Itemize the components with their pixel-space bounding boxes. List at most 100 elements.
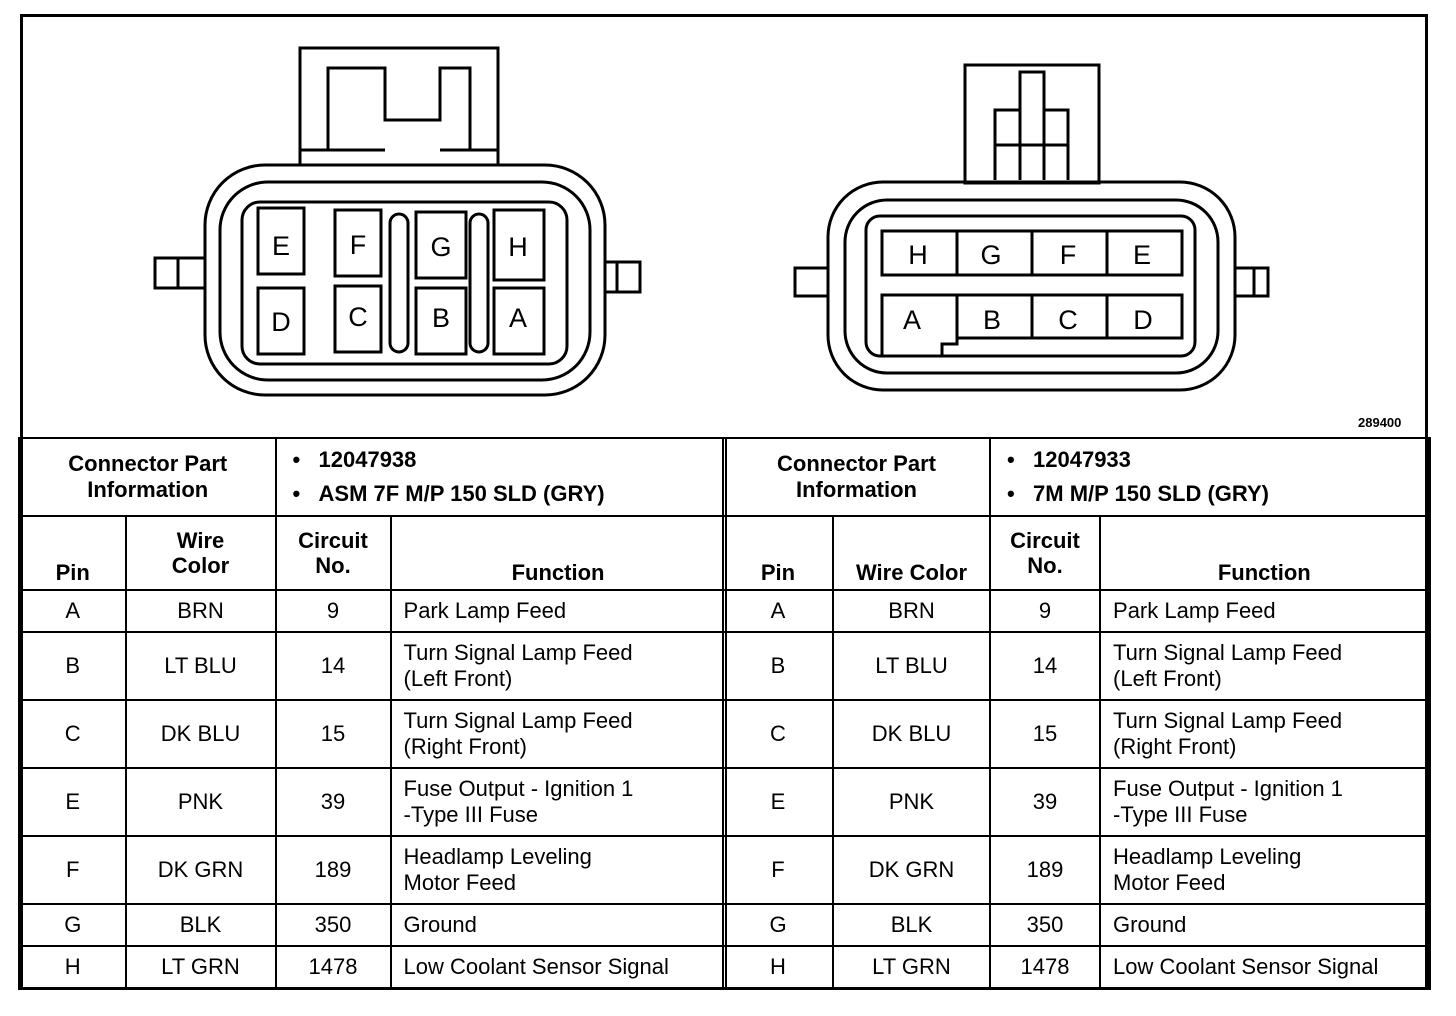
right-pin-label-B: B (983, 305, 1001, 335)
connector-info-label: Connector Part Information (721, 437, 992, 517)
cavity-A (492, 286, 546, 356)
circuit-cell: 39 (274, 767, 392, 837)
pin-cell: C (18, 699, 127, 769)
circuit-cell: 350 (989, 903, 1102, 947)
part-number: 12047938 (319, 443, 725, 477)
function-line1: Park Lamp Feed (403, 598, 567, 623)
pin-cell: H (722, 945, 834, 990)
right-pin-label-E: E (1133, 240, 1151, 270)
pin-cell: A (722, 589, 834, 633)
circuit-cell: 1478 (274, 945, 392, 990)
right-pin-label-H: H (908, 240, 928, 270)
function-line1: Headlamp Leveling (403, 844, 592, 869)
circuit-header: Circuit No. (274, 515, 392, 591)
function-line1: Fuse Output - Ignition 1 (403, 776, 634, 801)
wire-color-header: Wire Color (124, 515, 277, 591)
connector-info-label-line1: Connector Part (68, 451, 228, 476)
function-line2: -Type III Fuse (403, 802, 539, 827)
pin-cell: E (18, 767, 127, 837)
cavity-G (414, 210, 468, 280)
function-cell: Low Coolant Sensor Signal (389, 945, 727, 990)
left-pin-label-C: C (348, 302, 368, 332)
circuit-header-line1: Circuit (1010, 528, 1080, 553)
connector-info-label-line1: Connector Part (777, 451, 936, 476)
right-pin-label-A: A (903, 305, 921, 335)
function-cell: Turn Signal Lamp Feed(Right Front) (389, 699, 727, 769)
circuit-header-line2: No. (315, 553, 351, 578)
cavity-D (256, 286, 306, 356)
wire-color-cell: DK BLU (124, 699, 277, 769)
wire-color-cell: PNK (124, 767, 277, 837)
function-line1: Park Lamp Feed (1113, 598, 1276, 623)
function-line2: Motor Feed (1113, 870, 1226, 895)
function-line1: Low Coolant Sensor Signal (403, 954, 669, 979)
wire-color-cell: DK GRN (831, 835, 992, 905)
left-pin-label-B: B (432, 303, 450, 333)
wire-color-cell: LT GRN (124, 945, 277, 990)
function-cell: Ground (389, 903, 727, 947)
function-line1: Turn Signal Lamp Feed (403, 640, 633, 665)
right-right-tab (1233, 266, 1270, 298)
function-line2: -Type III Fuse (1113, 802, 1248, 827)
function-header: Function (1099, 515, 1431, 591)
function-line1: Fuse Output - Ignition 1 (1113, 776, 1343, 801)
pin-cell: A (18, 589, 127, 633)
right-pin-label-C: C (1058, 305, 1078, 335)
connector-info-label-line2: Information (796, 477, 917, 502)
connector-part-info: 12047938 ASM 7F M/P 150 SLD (GRY) (274, 437, 727, 517)
part-description: ASM 7F M/P 150 SLD (GRY) (319, 477, 725, 511)
circuit-cell: 15 (274, 699, 392, 769)
pin-cell: G (722, 903, 834, 947)
function-header: Function (389, 515, 727, 591)
connector-diagram: E F G H D C B A H G F E A B C D (153, 46, 1270, 397)
function-line2: (Left Front) (1113, 666, 1222, 691)
wire-color-header-line1: Wire (176, 528, 225, 553)
circuit-cell: 189 (989, 835, 1102, 905)
pin-cell: C (722, 699, 834, 769)
right-latch (963, 63, 1101, 185)
wire-color-header: Wire Color (831, 515, 992, 591)
left-pin-label-A: A (509, 303, 527, 333)
function-cell: Fuse Output - Ignition 1-Type III Fuse (389, 767, 727, 837)
circuit-header: Circuit No. (989, 515, 1102, 591)
table-header-row: Pin Wire Color Circuit No. Function (722, 515, 1431, 591)
left-pin-label-F: F (350, 230, 367, 260)
pin-cell: B (722, 631, 834, 701)
wire-color-cell: PNK (831, 767, 992, 837)
circuit-header-line2: No. (1027, 553, 1063, 578)
circuit-cell: 9 (274, 589, 392, 633)
circuit-cell: 350 (274, 903, 392, 947)
left-connector-table: Connector Part Information 12047938 ASM … (18, 437, 727, 990)
wire-color-cell: BLK (831, 903, 992, 947)
connector-info-label: Connector Part Information (18, 437, 277, 517)
function-line2: Motor Feed (403, 870, 517, 895)
wire-color-cell: LT BLU (831, 631, 992, 701)
function-cell: Ground (1099, 903, 1431, 947)
left-pin-label-D: D (271, 307, 291, 337)
pin-cell: G (18, 903, 127, 947)
pin-cell: F (18, 835, 127, 905)
cavity-C (333, 284, 383, 354)
circuit-cell: 9 (989, 589, 1102, 633)
function-line1: Ground (1113, 912, 1187, 937)
function-cell: Park Lamp Feed (389, 589, 727, 633)
function-line1: Turn Signal Lamp Feed (403, 708, 633, 733)
figure-id: 289400 (1358, 415, 1402, 430)
left-connector-drawing (153, 46, 642, 397)
wire-color-cell: BRN (831, 589, 992, 633)
wire-color-cell: BLK (124, 903, 277, 947)
function-line1: Ground (403, 912, 477, 937)
left-pin-label-H: H (508, 232, 528, 262)
pin-header: Pin (18, 515, 127, 591)
function-line1: Low Coolant Sensor Signal (1113, 954, 1379, 979)
right-connector-body (826, 180, 1237, 392)
